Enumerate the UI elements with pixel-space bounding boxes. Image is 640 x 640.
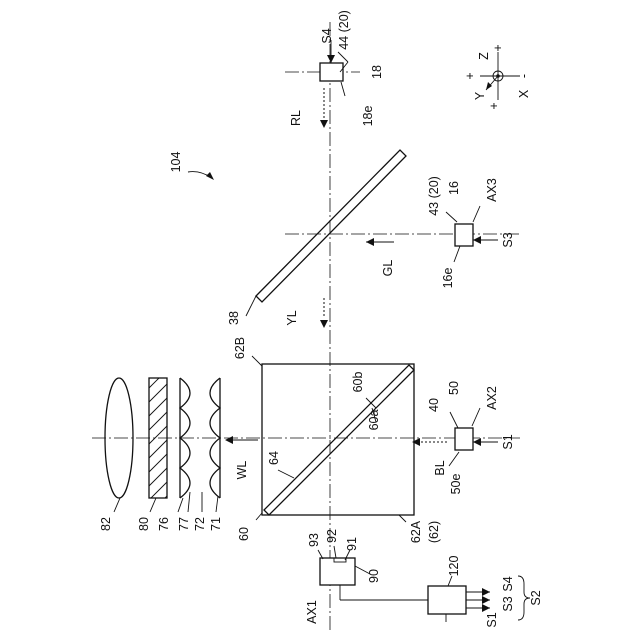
label-rl: RL	[289, 110, 303, 126]
label-60: 60	[237, 527, 251, 541]
label-16: 16	[447, 181, 461, 195]
label-18e: 18e	[361, 106, 375, 127]
green-light-arrowhead	[366, 238, 374, 246]
label-62: (62)	[427, 521, 441, 543]
controller-120	[428, 586, 466, 614]
light-source-43	[455, 224, 473, 246]
reference-labels: 104 S4 44 (20) 18 18e RL 43 (20) 16 AX3 …	[99, 10, 543, 627]
label-wl: WL	[235, 461, 249, 480]
white-light-arrowhead	[225, 436, 233, 444]
label-91: 91	[345, 537, 359, 551]
label-50e: 50e	[449, 474, 463, 495]
label-82: 82	[99, 517, 113, 531]
label-92: 92	[325, 529, 339, 543]
label-44: 44 (20)	[337, 10, 351, 50]
label-38: 38	[227, 311, 241, 325]
beam-splitter-cube-62	[262, 364, 414, 515]
light-source-44	[320, 63, 343, 81]
label-50: 50	[447, 381, 461, 395]
label-80: 80	[137, 517, 151, 531]
controller-out-arrowhead-2	[482, 596, 490, 604]
signal-s1-arrowhead	[473, 438, 481, 446]
axis-label-minus-right: -	[517, 74, 531, 78]
label-72: 72	[193, 517, 207, 531]
signal-s3-arrowhead	[473, 236, 481, 244]
label-ax3: AX3	[485, 178, 499, 202]
label-s2: S2	[529, 590, 543, 605]
label-18: 18	[370, 65, 384, 79]
axis-label-plus-left: +	[463, 72, 477, 79]
label-60a: 60a	[367, 410, 381, 431]
label-71: 71	[209, 517, 223, 531]
label-ax1: AX1	[305, 600, 319, 624]
label-64: 64	[267, 451, 281, 465]
beam-splitting-film-64	[264, 365, 414, 515]
label-s3: S3	[501, 232, 515, 247]
label-43: 43 (20)	[427, 176, 441, 216]
axis-label-plus-top: +	[491, 44, 505, 51]
controller-out-arrowhead-3	[482, 588, 490, 596]
blue-light-arrowhead	[412, 438, 420, 446]
red-light-arrowhead	[320, 120, 328, 128]
label-77: 77	[177, 517, 191, 531]
light-source-50	[455, 428, 473, 450]
signal-s4-arrowhead	[327, 55, 335, 63]
label-s3-out: S3	[501, 596, 515, 611]
label-bl: BL	[433, 460, 447, 475]
label-s4-out: S4	[501, 576, 515, 591]
label-120: 120	[447, 556, 461, 577]
axis-label-x: X	[517, 89, 531, 98]
label-76: 76	[157, 517, 171, 531]
yellow-light-arrowhead	[320, 320, 328, 328]
label-16e: 16e	[441, 268, 455, 289]
label-60b: 60b	[351, 372, 365, 393]
label-93: 93	[307, 533, 321, 547]
dichroic-mirror-38	[256, 150, 406, 302]
label-s4: S4	[320, 28, 334, 43]
label-62b: 62B	[233, 337, 247, 359]
label-s1: S1	[501, 434, 515, 449]
label-90: 90	[367, 569, 381, 583]
label-40: 40	[427, 398, 441, 412]
label-s1-out: S1	[485, 612, 499, 627]
label-gl: GL	[381, 260, 395, 277]
label-ax2: AX2	[485, 386, 499, 410]
axis-label-z: Z	[477, 52, 491, 60]
controller-out-arrowhead-1	[482, 604, 490, 612]
axis-label-y: Y	[473, 91, 487, 100]
figure-label: 104	[169, 152, 183, 173]
label-62a: 62A	[409, 520, 423, 543]
label-yl: YL	[285, 310, 299, 325]
axis-label-plus-bottom: +	[487, 102, 501, 109]
